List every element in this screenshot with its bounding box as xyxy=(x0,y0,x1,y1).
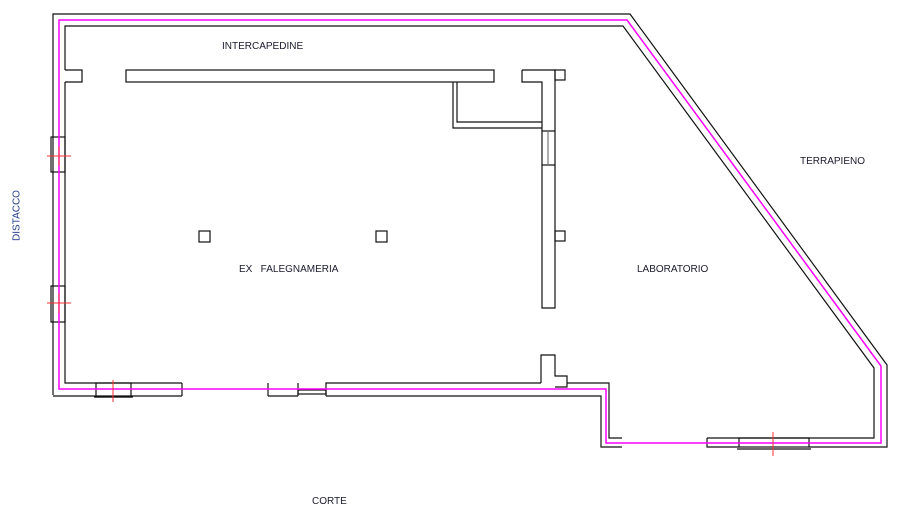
marker-cross xyxy=(47,293,71,313)
outer-wall-outline xyxy=(52,13,888,448)
marker-cross xyxy=(47,146,71,166)
corridor-wall xyxy=(452,82,542,129)
window-left-2 xyxy=(50,285,66,323)
partition-wall-lower xyxy=(540,354,568,388)
label-distacco: DISTACCO xyxy=(11,190,23,241)
wall-square xyxy=(554,69,566,81)
axis-line xyxy=(58,19,882,444)
pillar xyxy=(375,230,388,243)
label-ex-falegnameria: EX FALEGNAMERIA xyxy=(239,264,339,275)
inner-wall-outline xyxy=(64,25,875,439)
door-bottom xyxy=(297,389,327,395)
wall-intercapedine xyxy=(125,69,495,83)
label-corte: CORTE xyxy=(312,496,347,507)
label-intercapedine: INTERCAPEDINE xyxy=(222,41,304,52)
wall-stub-left xyxy=(65,69,83,83)
wall-square xyxy=(554,230,566,242)
partition-wall xyxy=(521,69,556,309)
label-laboratorio: LABORATORIO xyxy=(637,264,709,275)
window-left-1 xyxy=(50,136,66,173)
label-terrapieno: TERRAPIENO xyxy=(800,156,866,167)
pillar xyxy=(198,230,211,243)
